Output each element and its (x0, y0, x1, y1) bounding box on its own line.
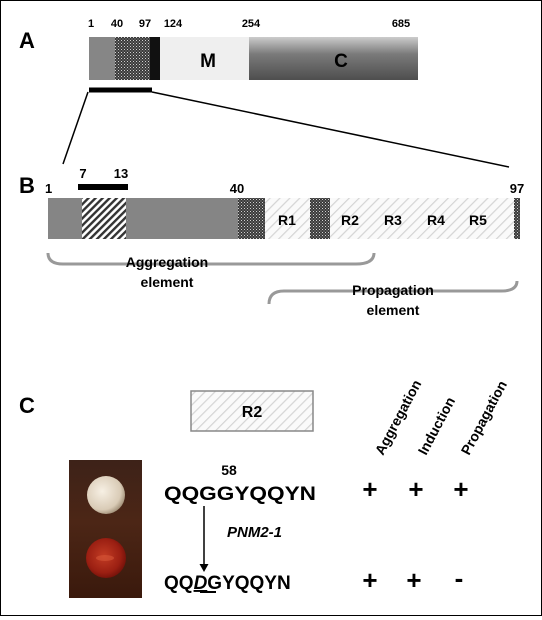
wildtype-sequence: QQGGYQQYN (164, 484, 316, 505)
b-dotted-block-1 (238, 198, 265, 239)
column-propagation: Propagation (458, 378, 510, 458)
propagation-element-line-1: Propagation (352, 282, 434, 298)
b-repeat-region (330, 198, 514, 239)
propagation-bracket (267, 280, 519, 305)
a-pos-254: 254 (242, 18, 261, 30)
panel-b-label: B (19, 173, 35, 198)
b-pos-13: 13 (114, 166, 128, 181)
mutant-seq-suffix: GYQQYN (207, 573, 290, 594)
aggregation-bracket (46, 252, 376, 266)
b-repeat-r1 (265, 198, 310, 239)
a-pos-124: 124 (164, 18, 183, 30)
a-pos-97: 97 (139, 18, 151, 30)
zoom-line-right (151, 91, 510, 168)
a-pos-1: 1 (88, 18, 94, 30)
b-dotted-block-2 (310, 198, 330, 239)
a-c-label: C (334, 51, 348, 72)
b-pos-7: 7 (79, 166, 86, 181)
c-r2-box (190, 390, 314, 432)
mutation-arrowhead (199, 564, 209, 572)
a-black-segment (150, 37, 160, 80)
c-r2-box-label: R2 (242, 404, 263, 421)
a-c-domain (249, 37, 418, 80)
zoom-line-left (62, 91, 89, 165)
b-n-grey-1 (48, 198, 82, 239)
white-colony (87, 476, 125, 514)
b-repeat-r5-label: R5 (469, 212, 487, 228)
a-pos-40: 40 (111, 18, 123, 30)
b-n-grey-2 (126, 198, 238, 239)
mutant-sequence: QQDGYQQYN (164, 573, 291, 594)
aggregation-element-line-1: Aggregation (126, 254, 208, 270)
aggregation-element-line-2: element (141, 274, 194, 290)
mutant-seq-prefix: QQ (164, 573, 194, 594)
a-pos-685: 685 (392, 18, 410, 30)
b-repeat-r4-label: R4 (427, 212, 445, 228)
wt-induction-result: + (408, 474, 423, 504)
column-induction: Induction (415, 394, 459, 457)
wt-aggregation-result: + (362, 474, 377, 504)
panel-a-label: A (19, 28, 35, 53)
b-pos-97: 97 (510, 181, 524, 196)
b-repeat-r3-label: R3 (384, 212, 402, 228)
a-m-domain (160, 37, 250, 80)
b-dotted-block-end (514, 198, 520, 239)
wt-propagation-result: + (453, 474, 468, 504)
c-position-58: 58 (221, 462, 237, 478)
b-hatched-motif (82, 198, 126, 239)
mut-aggregation-result: + (362, 565, 377, 595)
propagation-element-line-2: element (367, 302, 420, 318)
mut-propagation-result: - (455, 563, 464, 593)
a-repeat-domain (115, 37, 151, 80)
b-repeat-r2-label: R2 (341, 212, 359, 228)
a-m-label: M (200, 51, 216, 72)
a-n-domain (89, 37, 116, 80)
b-repeat-r1-label: R1 (278, 212, 296, 228)
b-pos-1: 1 (45, 181, 52, 196)
mutant-residue: D (194, 573, 208, 594)
b-pos-40: 40 (230, 181, 244, 196)
mut-induction-result: + (406, 565, 421, 595)
mutant-name: PNM2-1 (227, 524, 282, 541)
panel-c-label: C (19, 393, 35, 418)
